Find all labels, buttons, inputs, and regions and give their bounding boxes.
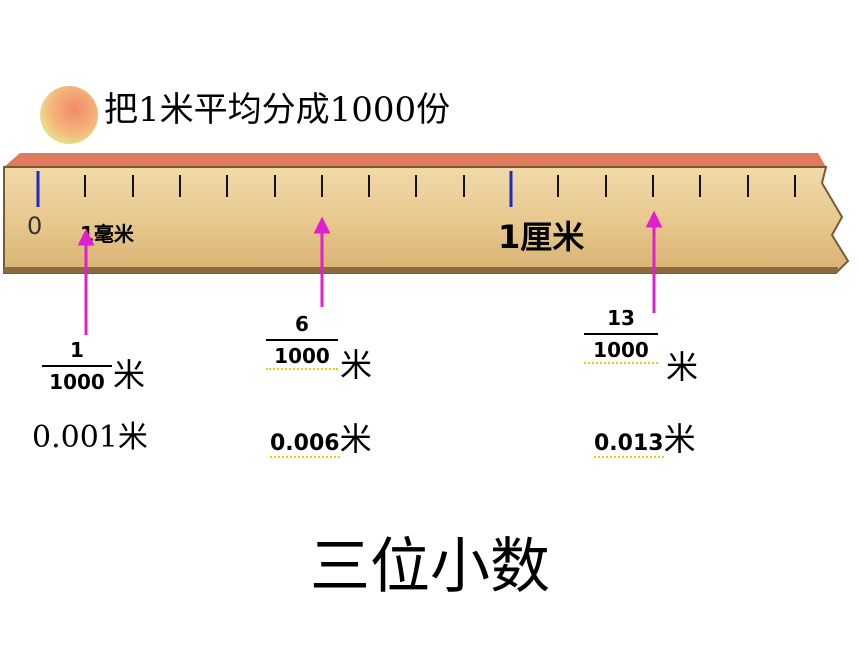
arrow-13mm-head	[645, 210, 663, 228]
fraction-2-unit: 米	[340, 346, 373, 384]
ruler-ticks	[84, 175, 796, 197]
cm-label: 1厘米	[498, 218, 585, 256]
decimal-2-number: 0.006	[270, 431, 340, 458]
fraction-1-numerator: 1	[70, 338, 84, 362]
decimal-3: 0.013米	[594, 414, 696, 460]
bullet-dot	[40, 86, 98, 144]
fraction-2-numerator: 6	[295, 312, 309, 336]
fraction-2-bar	[266, 339, 338, 341]
heading: 把1米平均分成1000份	[104, 90, 451, 130]
conclusion: 三位小数	[310, 532, 550, 602]
fraction-1-denominator: 1000	[49, 370, 105, 394]
ruler	[3, 153, 850, 274]
decimal-2-unit: 米	[339, 420, 372, 458]
fraction-1: 1 1000	[42, 338, 112, 394]
ruler-bottom-edge	[4, 267, 838, 273]
fraction-1-unit: 米	[113, 356, 146, 394]
decimal-3-unit: 米	[663, 420, 696, 458]
fraction-3-unit: 米	[666, 348, 699, 386]
fraction-2: 6 1000	[266, 312, 338, 370]
fraction-3-numerator: 13	[607, 306, 635, 330]
arrow-1mm-head	[77, 228, 95, 246]
fraction-3-denominator: 1000	[584, 338, 658, 364]
arrow-6mm-head	[313, 216, 331, 234]
ruler-top-edge	[4, 153, 826, 167]
fraction-3: 13 1000	[584, 306, 658, 364]
decimal-3-number: 0.013	[594, 431, 664, 458]
ruler-zero-label: 0	[27, 212, 43, 240]
fraction-1-bar	[42, 365, 112, 367]
fraction-2-denominator: 1000	[266, 344, 338, 370]
fraction-3-bar	[584, 333, 658, 335]
decimal-2: 0.006米	[270, 414, 372, 460]
decimal-1: 0.001米	[32, 420, 148, 455]
